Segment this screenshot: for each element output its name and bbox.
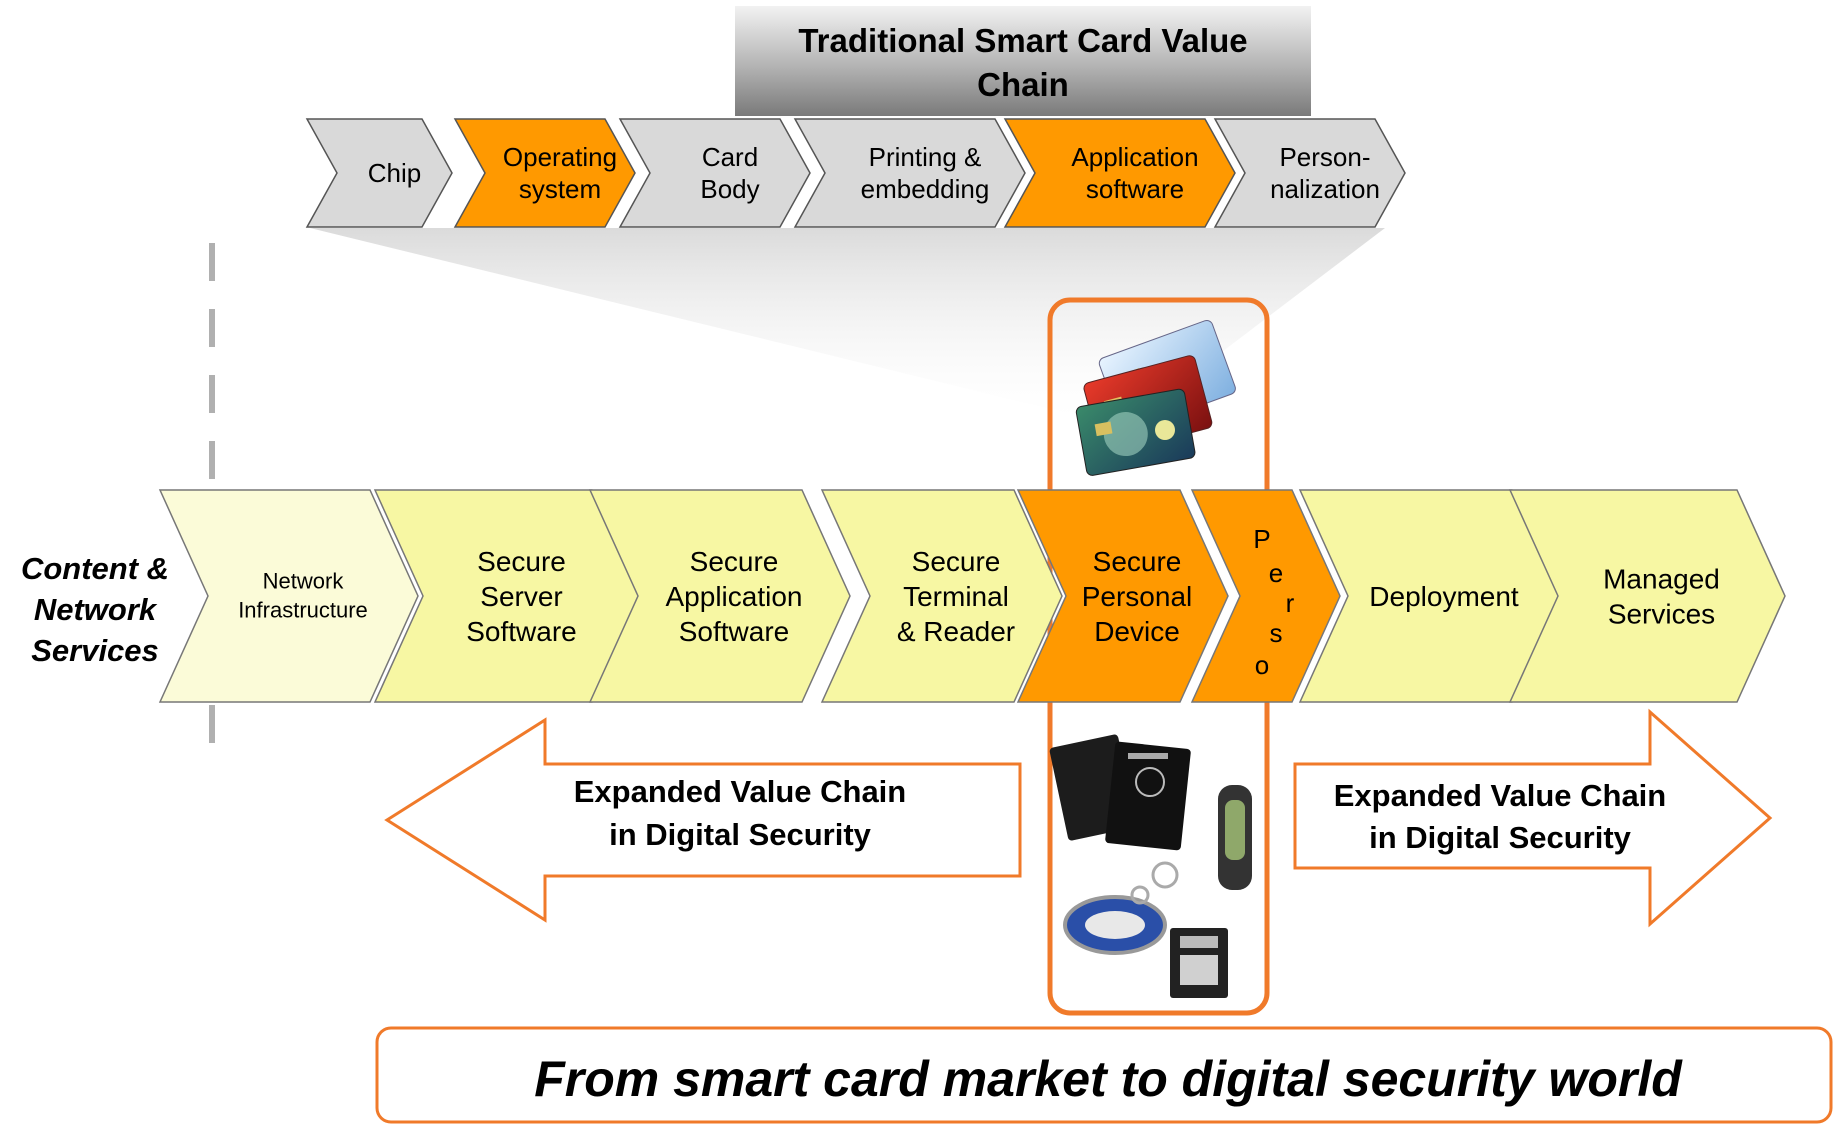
chevron-shape xyxy=(1190,489,1341,703)
chevron-label: system xyxy=(519,174,601,204)
chevron-perso: Perso xyxy=(1190,489,1341,703)
chevron-label: Body xyxy=(700,174,759,204)
chevron-label: Operating xyxy=(503,142,617,172)
chevron-label: Application xyxy=(1071,142,1198,172)
smart-cards-image xyxy=(1075,319,1236,476)
chevron-label: Terminal xyxy=(903,581,1009,612)
chevron-shape xyxy=(158,489,419,703)
side-label-line-2: Network xyxy=(34,592,158,627)
expanded-value-chain: NetworkInfrastructureSecureServerSoftwar… xyxy=(158,489,1786,703)
chevron-personalization: Person-nalization xyxy=(1213,118,1406,228)
chevron-label: Deployment xyxy=(1369,581,1519,612)
chevron-label: Chip xyxy=(368,158,421,188)
title-line-2: Chain xyxy=(977,66,1069,103)
chevron-shape xyxy=(588,489,851,703)
right-arrow-line-1: Expanded Value Chain xyxy=(1334,778,1666,813)
chevron-label: embedding xyxy=(861,174,990,204)
perso-letter: P xyxy=(1253,524,1270,554)
content-network-services-label: Content & Network Services xyxy=(21,551,169,668)
perso-letter: o xyxy=(1255,650,1269,680)
chevron-shape xyxy=(453,118,636,228)
chevron-label: Secure xyxy=(912,546,1001,577)
perso-letter: e xyxy=(1269,558,1283,588)
chevron-label: Personal xyxy=(1082,581,1193,612)
chevron-chip: Chip xyxy=(305,118,453,228)
chevron-shape xyxy=(1213,118,1406,228)
secure-devices-image xyxy=(1049,734,1252,998)
chevron-label: Secure xyxy=(690,546,779,577)
chevron-label: Software xyxy=(466,616,577,647)
perso-letter: r xyxy=(1286,588,1295,618)
chevron-label: Device xyxy=(1094,616,1180,647)
right-arrow-line-2: in Digital Security xyxy=(1369,820,1632,855)
footer-text: From smart card market to digital securi… xyxy=(534,1051,1683,1107)
chevron-shape xyxy=(793,118,1026,228)
passport-icon xyxy=(1049,734,1191,851)
right-expanded-arrow: Expanded Value Chain in Digital Security xyxy=(1293,708,1773,928)
chevron-printing-embedding: Printing &embedding xyxy=(793,118,1026,228)
chevron-label: Server xyxy=(480,581,562,612)
chevron-label: Software xyxy=(679,616,790,647)
side-label-line-1: Content & xyxy=(21,551,169,586)
chevron-label: Managed xyxy=(1603,564,1720,595)
left-expanded-arrow: Expanded Value Chain in Digital Security xyxy=(384,717,1022,923)
chevron-shape xyxy=(820,489,1063,703)
chevron-shape xyxy=(1508,489,1786,703)
chevron-label: Secure xyxy=(477,546,566,577)
chevron-shape xyxy=(1016,489,1229,703)
footer-banner: From smart card market to digital securi… xyxy=(375,1026,1833,1124)
chevron-label: Infrastructure xyxy=(238,598,368,623)
chevron-label: Services xyxy=(1608,599,1715,630)
perso-letter: s xyxy=(1270,618,1283,648)
usb-token-icon xyxy=(1218,785,1252,890)
title-bar: Traditional Smart Card Value Chain xyxy=(735,6,1311,116)
chevron-label: software xyxy=(1086,174,1184,204)
chevron-label: Application xyxy=(666,581,803,612)
memory-card-icon xyxy=(1170,928,1228,998)
chevron-label: Printing & xyxy=(869,142,982,172)
chevron-label: Card xyxy=(702,142,758,172)
left-arrow-line-2: in Digital Security xyxy=(609,817,872,852)
chevron-label: nalization xyxy=(1270,174,1380,204)
chevron-label: Network xyxy=(263,569,345,594)
title-line-1: Traditional Smart Card Value xyxy=(798,22,1247,59)
left-arrow-line-1: Expanded Value Chain xyxy=(574,774,906,809)
side-label-line-3: Services xyxy=(31,633,159,668)
chevron-shape xyxy=(618,118,811,228)
chevron-label: & Reader xyxy=(897,616,1015,647)
chevron-shape xyxy=(1003,118,1236,228)
chevron-deployment: Deployment xyxy=(1298,489,1561,703)
chevron-shape xyxy=(305,118,453,228)
keyfob-icon xyxy=(1063,861,1179,955)
chevron-label: Person- xyxy=(1279,142,1370,172)
chevron-label: Secure xyxy=(1093,546,1182,577)
